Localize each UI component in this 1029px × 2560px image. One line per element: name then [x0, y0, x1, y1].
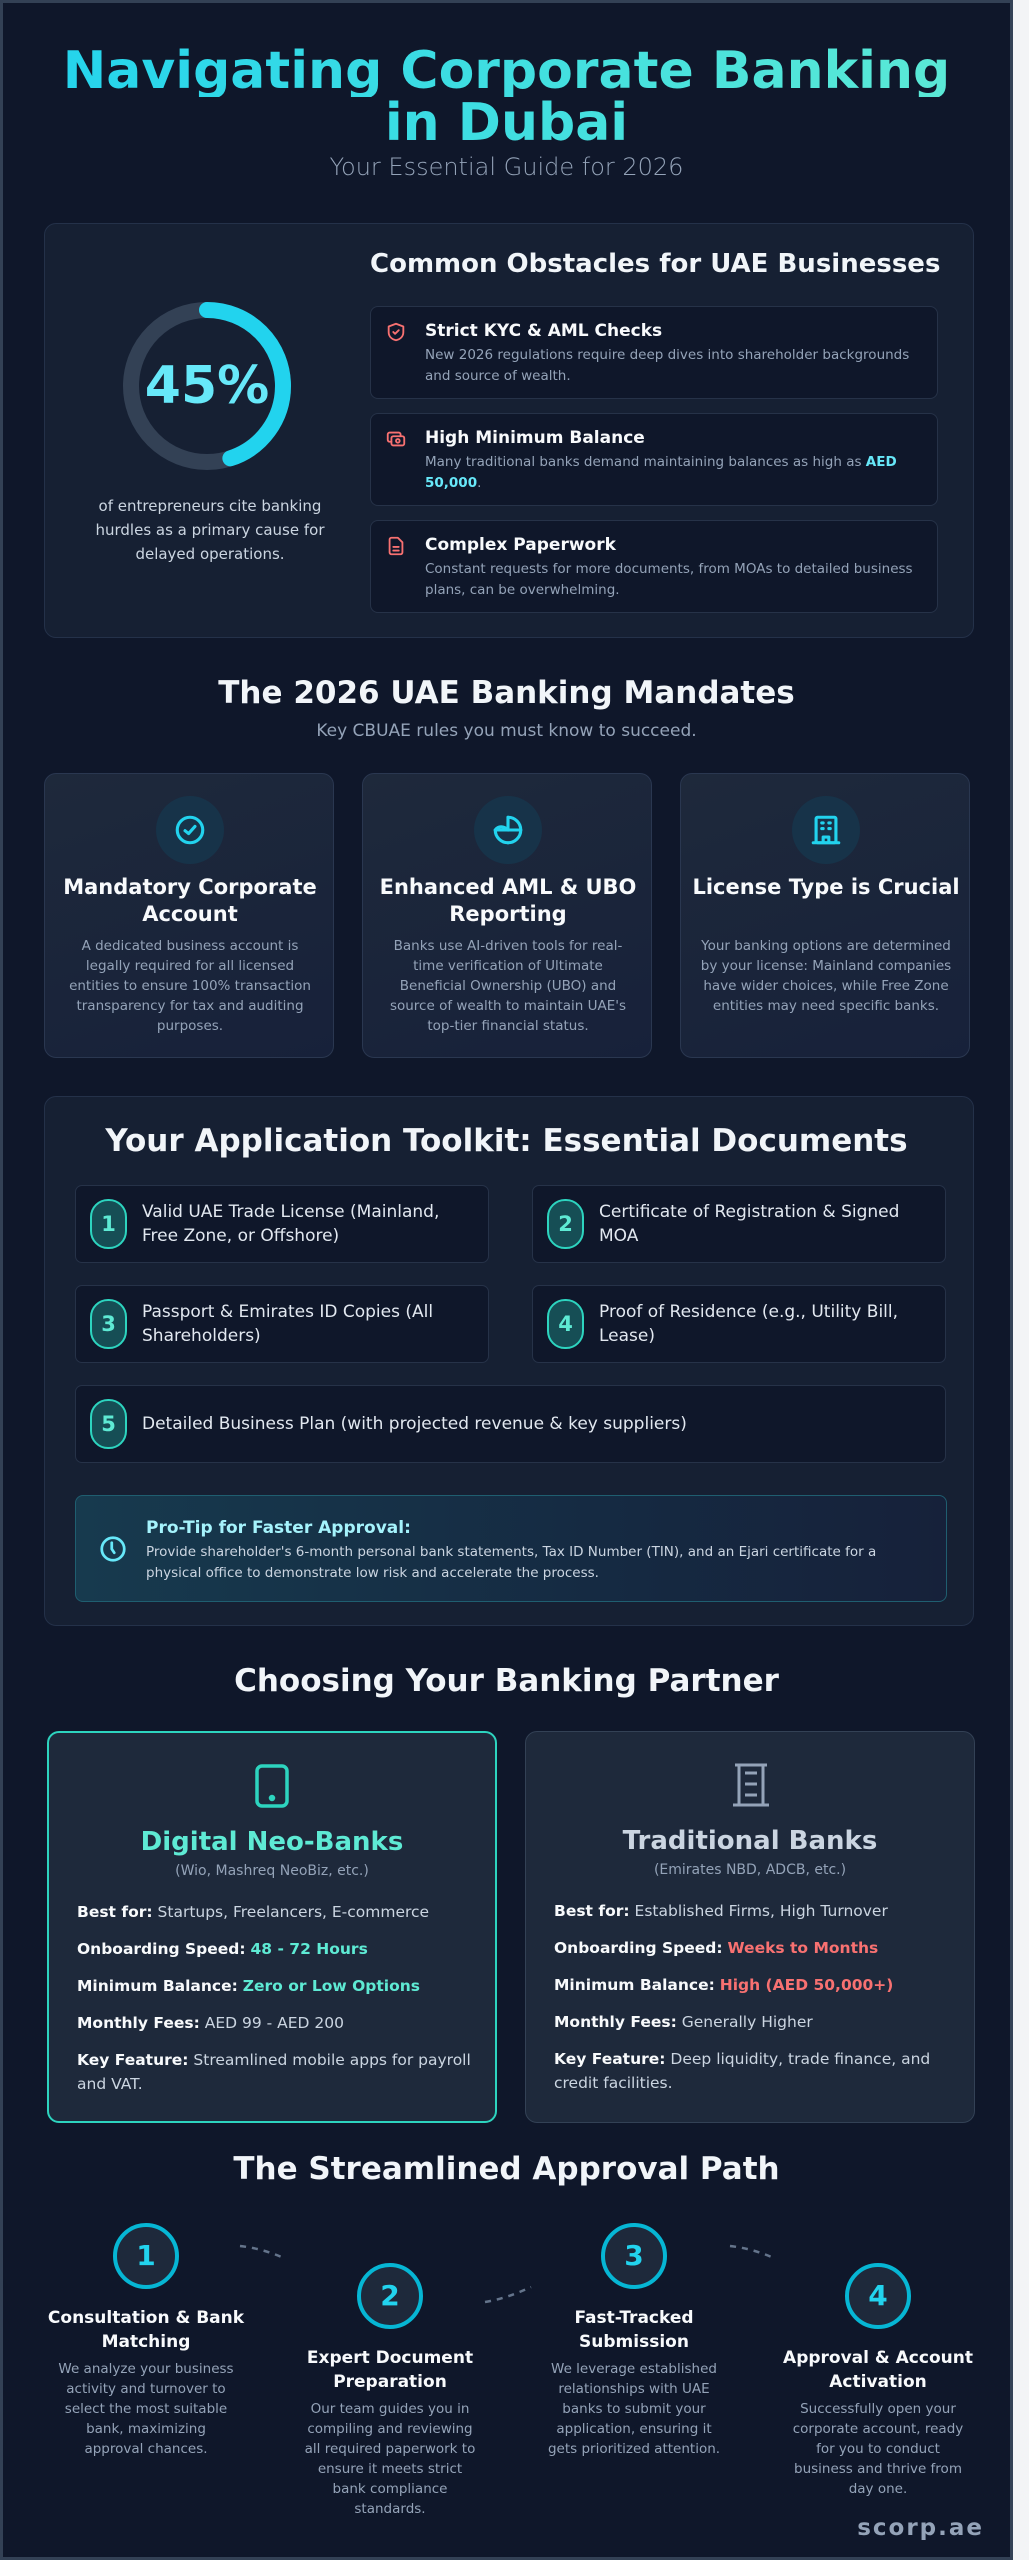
- document-item: 1 Valid UAE Trade License (Mainland, Fre…: [75, 1185, 489, 1263]
- bank-type-name: Digital Neo-Banks: [140, 1827, 404, 1857]
- obstacle-title: High Minimum Balance: [425, 428, 645, 448]
- donut-ring-icon: [123, 302, 291, 470]
- check-circle-icon: [175, 815, 205, 845]
- dashed-connector-icon: [729, 2244, 777, 2261]
- neo-bank-card: Digital Neo-Banks (Wio, Mashreq NeoBiz, …: [47, 1731, 497, 2123]
- step-number: 1: [113, 2223, 179, 2289]
- step-number: 2: [357, 2263, 423, 2329]
- bank-row: Monthly Fees: AED 99 - AED 200: [77, 2014, 344, 2032]
- mandate-title: Enhanced AML & UBO Reporting: [379, 875, 637, 926]
- bank-row: Onboarding Speed: Weeks to Months: [554, 1939, 879, 1957]
- mandate-text: A dedicated business account is legally …: [69, 938, 311, 1034]
- document-item: 3 Passport & Emirates ID Copies (All Sha…: [75, 1285, 489, 1363]
- obstacle-text: New 2026 regulations require deep dives …: [425, 347, 910, 384]
- bank-row: Best for: Established Firms, High Turnov…: [554, 1902, 888, 1920]
- document-number-badge: 3: [90, 1299, 127, 1349]
- mandate-text: Banks use AI-driven tools for real-time …: [389, 938, 627, 1034]
- mandate-title: Mandatory Corporate Account: [63, 875, 317, 926]
- step-text: Successfully open your corporate account…: [792, 2401, 964, 2497]
- bank-row: Key Feature: Deep liquidity, trade finan…: [554, 2050, 931, 2092]
- page-title-line2: in Dubai: [3, 97, 1010, 149]
- mandates-subheading: Key CBUAE rules you must know to succeed…: [316, 721, 697, 741]
- document-item: 4 Proof of Residence (e.g., Utility Bill…: [532, 1285, 946, 1363]
- stat-value: 45%: [144, 356, 270, 416]
- bank-examples: (Wio, Mashreq NeoBiz, etc.): [175, 1863, 369, 1879]
- step-text: Our team guides you in compiling and rev…: [304, 2401, 476, 2517]
- clock-icon: [100, 1536, 126, 1562]
- bank-row: Minimum Balance: High (AED 50,000+): [554, 1976, 894, 1994]
- bank-building-icon: [733, 1763, 769, 1807]
- bank-row: Key Feature: Streamlined mobile apps for…: [77, 2051, 471, 2093]
- page-subtitle: Your Essential Guide for 2026: [329, 153, 684, 181]
- bank-examples: (Emirates NBD, ADCB, etc.): [653, 1862, 847, 1878]
- cash-icon: [386, 431, 406, 447]
- step-title: Approval & Account Activation: [783, 2348, 973, 2392]
- min-balance-highlight: AED 50,000: [425, 454, 897, 491]
- document-number-badge: 2: [547, 1199, 584, 1249]
- document-icon: [388, 536, 404, 556]
- stat-donut-chart: 45%: [122, 301, 292, 471]
- step-title: Expert Document Preparation: [306, 2348, 474, 2392]
- mandate-card: License Type is Crucial Your banking opt…: [680, 773, 970, 1058]
- step-number: 4: [845, 2263, 911, 2329]
- bank-row: Best for: Startups, Freelancers, E-comme…: [77, 1903, 430, 1921]
- document-text: Certificate of Registration & Signed MOA: [599, 1202, 900, 1246]
- approval-heading: The Streamlined Approval Path: [233, 2151, 780, 2187]
- bank-type-name: Traditional Banks: [622, 1826, 878, 1856]
- step-title: Fast-Tracked Submission: [574, 2308, 694, 2352]
- stat-caption: of entrepreneurs cite banking hurdles as…: [95, 497, 325, 563]
- brand-watermark: scorp.ae: [857, 2515, 984, 2541]
- document-text: Valid UAE Trade License (Mainland, Free …: [142, 1202, 440, 1246]
- obstacle-item: High Minimum Balance Many traditional ba…: [370, 413, 938, 506]
- mandate-text: Your banking options are determined by y…: [700, 938, 952, 1014]
- obstacles-heading: Common Obstacles for UAE Businesses: [370, 249, 941, 279]
- mobile-phone-icon: [255, 1764, 289, 1808]
- mandate-card: Mandatory Corporate Account A dedicated …: [44, 773, 334, 1058]
- obstacle-item: Strict KYC & AML Checks New 2026 regulat…: [370, 306, 938, 399]
- bank-row: Onboarding Speed: 48 - 72 Hours: [77, 1940, 368, 1958]
- document-text: Detailed Business Plan (with projected r…: [142, 1414, 687, 1434]
- mandate-title: License Type is Crucial: [692, 875, 960, 899]
- step-text: We analyze your business activity and tu…: [58, 2361, 234, 2457]
- bank-row: Monthly Fees: Generally Higher: [554, 2013, 813, 2031]
- step-text: We leverage established relationships wi…: [547, 2361, 721, 2457]
- obstacle-text: Many traditional banks demand maintainin…: [425, 454, 897, 491]
- mandate-card: Enhanced AML & UBO Reporting Banks use A…: [362, 773, 652, 1058]
- building-icon: [811, 815, 841, 845]
- page-title-line1: Navigating Corporate Banking: [3, 45, 1010, 97]
- document-number-badge: 1: [90, 1199, 127, 1249]
- document-item: 2 Certificate of Registration & Signed M…: [532, 1185, 946, 1263]
- step-title: Consultation & Bank Matching: [47, 2308, 245, 2352]
- obstacle-title: Strict KYC & AML Checks: [425, 321, 663, 341]
- pro-tip-text: Provide shareholder's 6-month personal b…: [146, 1544, 877, 1581]
- globe-chart-icon: [493, 815, 523, 845]
- pro-tip-title: Pro-Tip for Faster Approval:: [146, 1518, 411, 1538]
- traditional-bank-card: Traditional Banks (Emirates NBD, ADCB, e…: [525, 1731, 975, 2123]
- document-number-badge: 4: [547, 1299, 584, 1349]
- dashed-connector-icon: [239, 2244, 287, 2261]
- document-text: Proof of Residence (e.g., Utility Bill, …: [599, 1302, 899, 1346]
- obstacles-card: 45% of entrepreneurs cite banking hurdle…: [44, 223, 974, 638]
- pro-tip-box: Pro-Tip for Faster Approval: Provide sha…: [75, 1495, 947, 1602]
- document-text: Passport & Emirates ID Copies (All Share…: [142, 1302, 434, 1346]
- step-number: 3: [601, 2223, 667, 2289]
- shield-check-icon: [387, 322, 405, 342]
- document-number-badge: 5: [90, 1399, 127, 1449]
- mandates-heading: The 2026 UAE Banking Mandates: [218, 675, 795, 711]
- dashed-connector-icon: [484, 2285, 532, 2304]
- toolkit-heading: Your Application Toolkit: Essential Docu…: [105, 1123, 908, 1159]
- document-item: 5 Detailed Business Plan (with projected…: [75, 1385, 946, 1463]
- banks-heading: Choosing Your Banking Partner: [234, 1663, 779, 1699]
- obstacle-item: Complex Paperwork Constant requests for …: [370, 520, 938, 613]
- obstacle-text: Constant requests for more documents, fr…: [425, 561, 913, 598]
- obstacle-title: Complex Paperwork: [425, 535, 616, 555]
- bank-row: Minimum Balance: Zero or Low Options: [77, 1977, 421, 1995]
